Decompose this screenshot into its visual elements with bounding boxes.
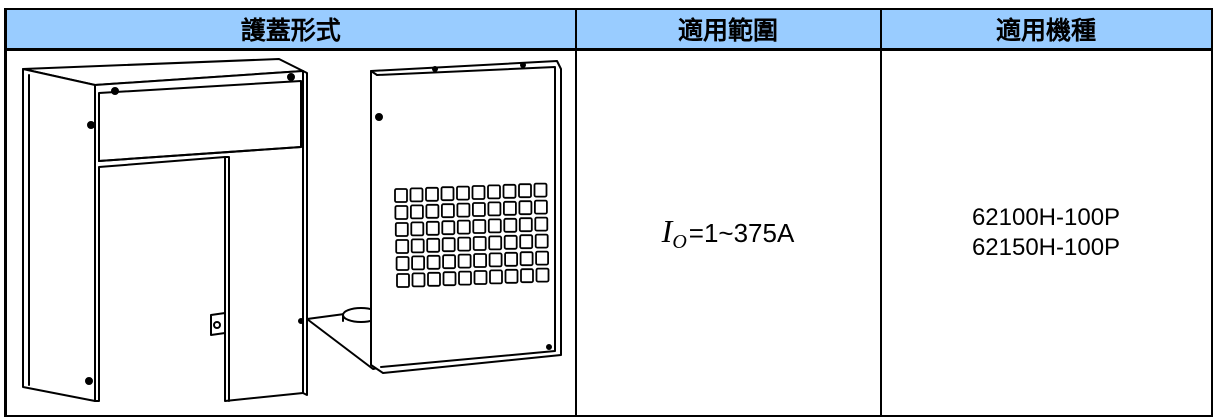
vent-slot bbox=[456, 219, 471, 235]
vent-slot bbox=[410, 238, 425, 254]
header-cover-type: 護蓋形式 bbox=[4, 8, 577, 51]
vent-slot bbox=[473, 253, 488, 268]
vent-slot bbox=[471, 202, 486, 217]
vent-slot bbox=[534, 216, 549, 232]
vent-slot bbox=[394, 222, 409, 237]
vent-slot bbox=[504, 268, 519, 284]
vent-slot bbox=[425, 186, 439, 202]
vent-slot bbox=[457, 253, 472, 269]
applicable-models-cell: 62100H-100P 62150H-100P bbox=[879, 48, 1213, 417]
vent-slot bbox=[411, 255, 426, 271]
vent-slot bbox=[518, 217, 533, 233]
vent-slot bbox=[472, 236, 487, 251]
table-caption bbox=[0, 0, 1215, 8]
vent-slot bbox=[425, 220, 440, 236]
vent-slot bbox=[458, 270, 472, 286]
vent-slot bbox=[520, 268, 534, 284]
header-row: 護蓋形式 適用範圍 適用機種 bbox=[4, 8, 1213, 51]
vent-slot bbox=[473, 270, 488, 285]
vent-slot bbox=[394, 205, 409, 220]
vent-slot bbox=[504, 251, 519, 267]
vent-slot bbox=[395, 239, 410, 254]
vent-slot bbox=[503, 217, 518, 233]
vent-slot bbox=[489, 269, 503, 285]
vent-slot bbox=[534, 233, 549, 249]
header-applicable-range: 適用範圍 bbox=[574, 8, 882, 51]
vent-slot bbox=[425, 203, 440, 219]
vent-slot bbox=[472, 219, 487, 234]
vent-slot bbox=[409, 204, 424, 220]
vent-slot bbox=[519, 234, 534, 250]
cover-image-cell bbox=[4, 48, 577, 417]
applicable-range-cell: IO=1~375A bbox=[574, 48, 882, 417]
terminal-cover-illustration bbox=[22, 58, 562, 402]
vent-slot bbox=[535, 250, 549, 266]
current-subscript: O bbox=[672, 230, 687, 253]
vent-slot bbox=[410, 221, 425, 237]
vent-slot bbox=[471, 185, 486, 200]
vent-slot bbox=[535, 267, 550, 283]
vent-slot bbox=[440, 203, 455, 219]
vent-slot bbox=[518, 200, 533, 216]
vent-slot bbox=[441, 220, 456, 236]
vent-slot bbox=[487, 218, 502, 234]
vent-slot bbox=[411, 272, 426, 288]
vent-slot bbox=[395, 256, 410, 271]
vent-slot bbox=[488, 235, 503, 251]
vent-slot bbox=[502, 183, 517, 199]
vent-slot bbox=[533, 182, 548, 198]
vent-slot bbox=[457, 236, 472, 252]
vent-slot bbox=[488, 252, 503, 268]
vent-slot bbox=[426, 237, 441, 253]
vent-slot bbox=[487, 184, 501, 200]
current-symbol: I bbox=[661, 212, 673, 249]
vent-slot bbox=[456, 202, 471, 218]
vent-slot bbox=[394, 188, 408, 203]
current-range: IO=1~375A bbox=[662, 213, 795, 253]
header-applicable-models: 適用機種 bbox=[879, 8, 1213, 51]
vent-slot bbox=[396, 273, 410, 288]
model-item: 62100H-100P bbox=[971, 204, 1121, 231]
vent-slot bbox=[426, 254, 441, 270]
table-row: IO=1~375A 62100H-100P 62150H-100P bbox=[4, 48, 1213, 417]
current-range-value: =1~375A bbox=[688, 217, 795, 248]
vent-slot bbox=[427, 271, 441, 287]
vent-slot bbox=[441, 237, 456, 253]
vent-slot bbox=[534, 199, 548, 215]
vent-slot bbox=[409, 187, 424, 203]
vent-slot bbox=[440, 186, 455, 202]
vent-slot bbox=[503, 234, 518, 250]
vent-slot bbox=[442, 271, 457, 287]
vent-slot bbox=[518, 183, 532, 199]
vent-slot bbox=[456, 185, 470, 201]
cover-spec-table: 護蓋形式 適用範圍 適用機種 bbox=[4, 8, 1213, 417]
vent-slot bbox=[487, 201, 502, 217]
vent-slot bbox=[502, 200, 517, 216]
vent-slot bbox=[519, 251, 534, 267]
model-list: 62100H-100P 62150H-100P bbox=[882, 203, 1211, 263]
model-item: 62150H-100P bbox=[971, 234, 1121, 261]
vent-slot bbox=[442, 254, 457, 270]
